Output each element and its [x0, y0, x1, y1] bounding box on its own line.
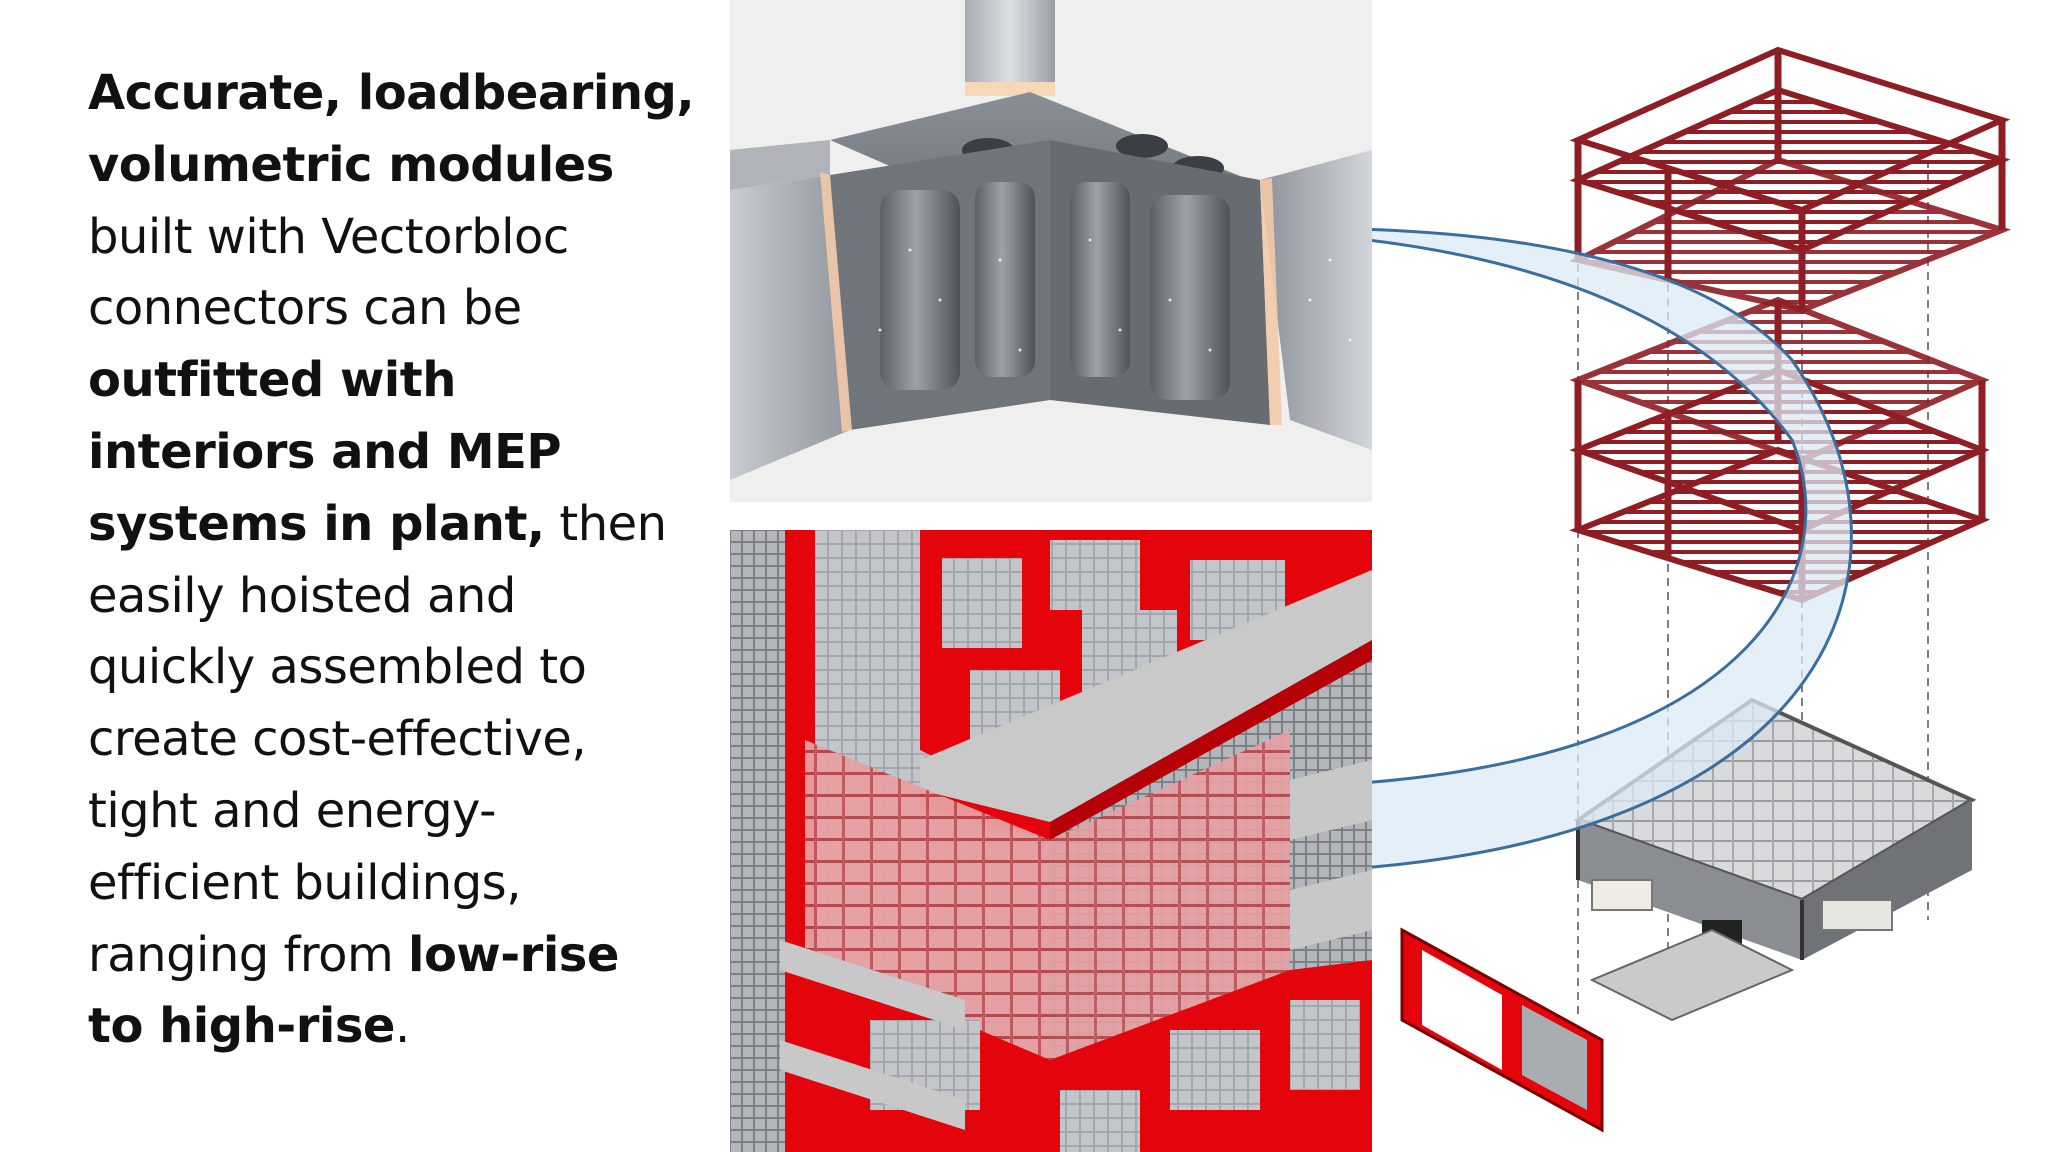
text-run: . — [394, 998, 410, 1055]
exploded-modules-svg — [1372, 46, 2011, 1133]
text-run: quickly assembled to — [88, 639, 587, 696]
text-run: ranging from — [88, 926, 408, 983]
slide-body-text: Accurate, loadbearing, volumetric modules… — [88, 58, 728, 1063]
bold-text-run: Accurate, loadbearing, — [88, 65, 695, 121]
text-run: then — [544, 495, 667, 552]
top-frame-module — [1569, 46, 2011, 314]
bold-text-run: systems in plant, — [88, 495, 545, 552]
middle-frame-module — [1569, 296, 1991, 604]
text-run: easily hoisted and — [88, 567, 516, 624]
text-line: ranging from low-rise — [88, 920, 728, 992]
text-line: quickly assembled to — [88, 632, 728, 704]
text-line: connectors can be — [88, 273, 728, 345]
text-line: tight and energy- — [88, 776, 728, 848]
bold-text-run: low-rise — [407, 926, 619, 983]
text-run: built with Vectorbloc — [88, 208, 569, 265]
bold-text-run: outfitted with — [88, 352, 456, 409]
exploded-modules-image — [1372, 0, 2048, 1152]
connector-render-svg — [730, 0, 1372, 502]
tower-render-image — [730, 530, 1372, 1152]
assembly-arrow — [1372, 228, 1853, 869]
text-line: interiors and MEP — [88, 417, 728, 489]
text-line: outfitted with — [88, 345, 728, 417]
text-line: easily hoisted and — [88, 561, 728, 633]
text-line: Accurate, loadbearing, — [88, 58, 728, 130]
text-line: create cost-effective, — [88, 704, 728, 776]
text-line: to high-rise. — [88, 991, 728, 1063]
text-line: systems in plant, then — [88, 489, 728, 561]
bold-text-run: interiors and MEP — [88, 423, 562, 480]
tower-render-svg — [730, 530, 1372, 1152]
text-run: connectors can be — [88, 280, 522, 337]
bold-text-run: to high-rise — [88, 998, 395, 1055]
facade-wall-panel — [1400, 927, 1604, 1133]
text-line: efficient buildings, — [88, 848, 728, 920]
text-line: built with Vectorbloc — [88, 202, 728, 274]
connector-render-image — [730, 0, 1372, 502]
text-line: volumetric modules — [88, 130, 728, 202]
bold-text-run: volumetric modules — [88, 136, 614, 193]
text-run: create cost-effective, — [88, 711, 587, 768]
text-run: efficient buildings, — [88, 854, 521, 911]
text-run: tight and energy- — [88, 782, 496, 839]
